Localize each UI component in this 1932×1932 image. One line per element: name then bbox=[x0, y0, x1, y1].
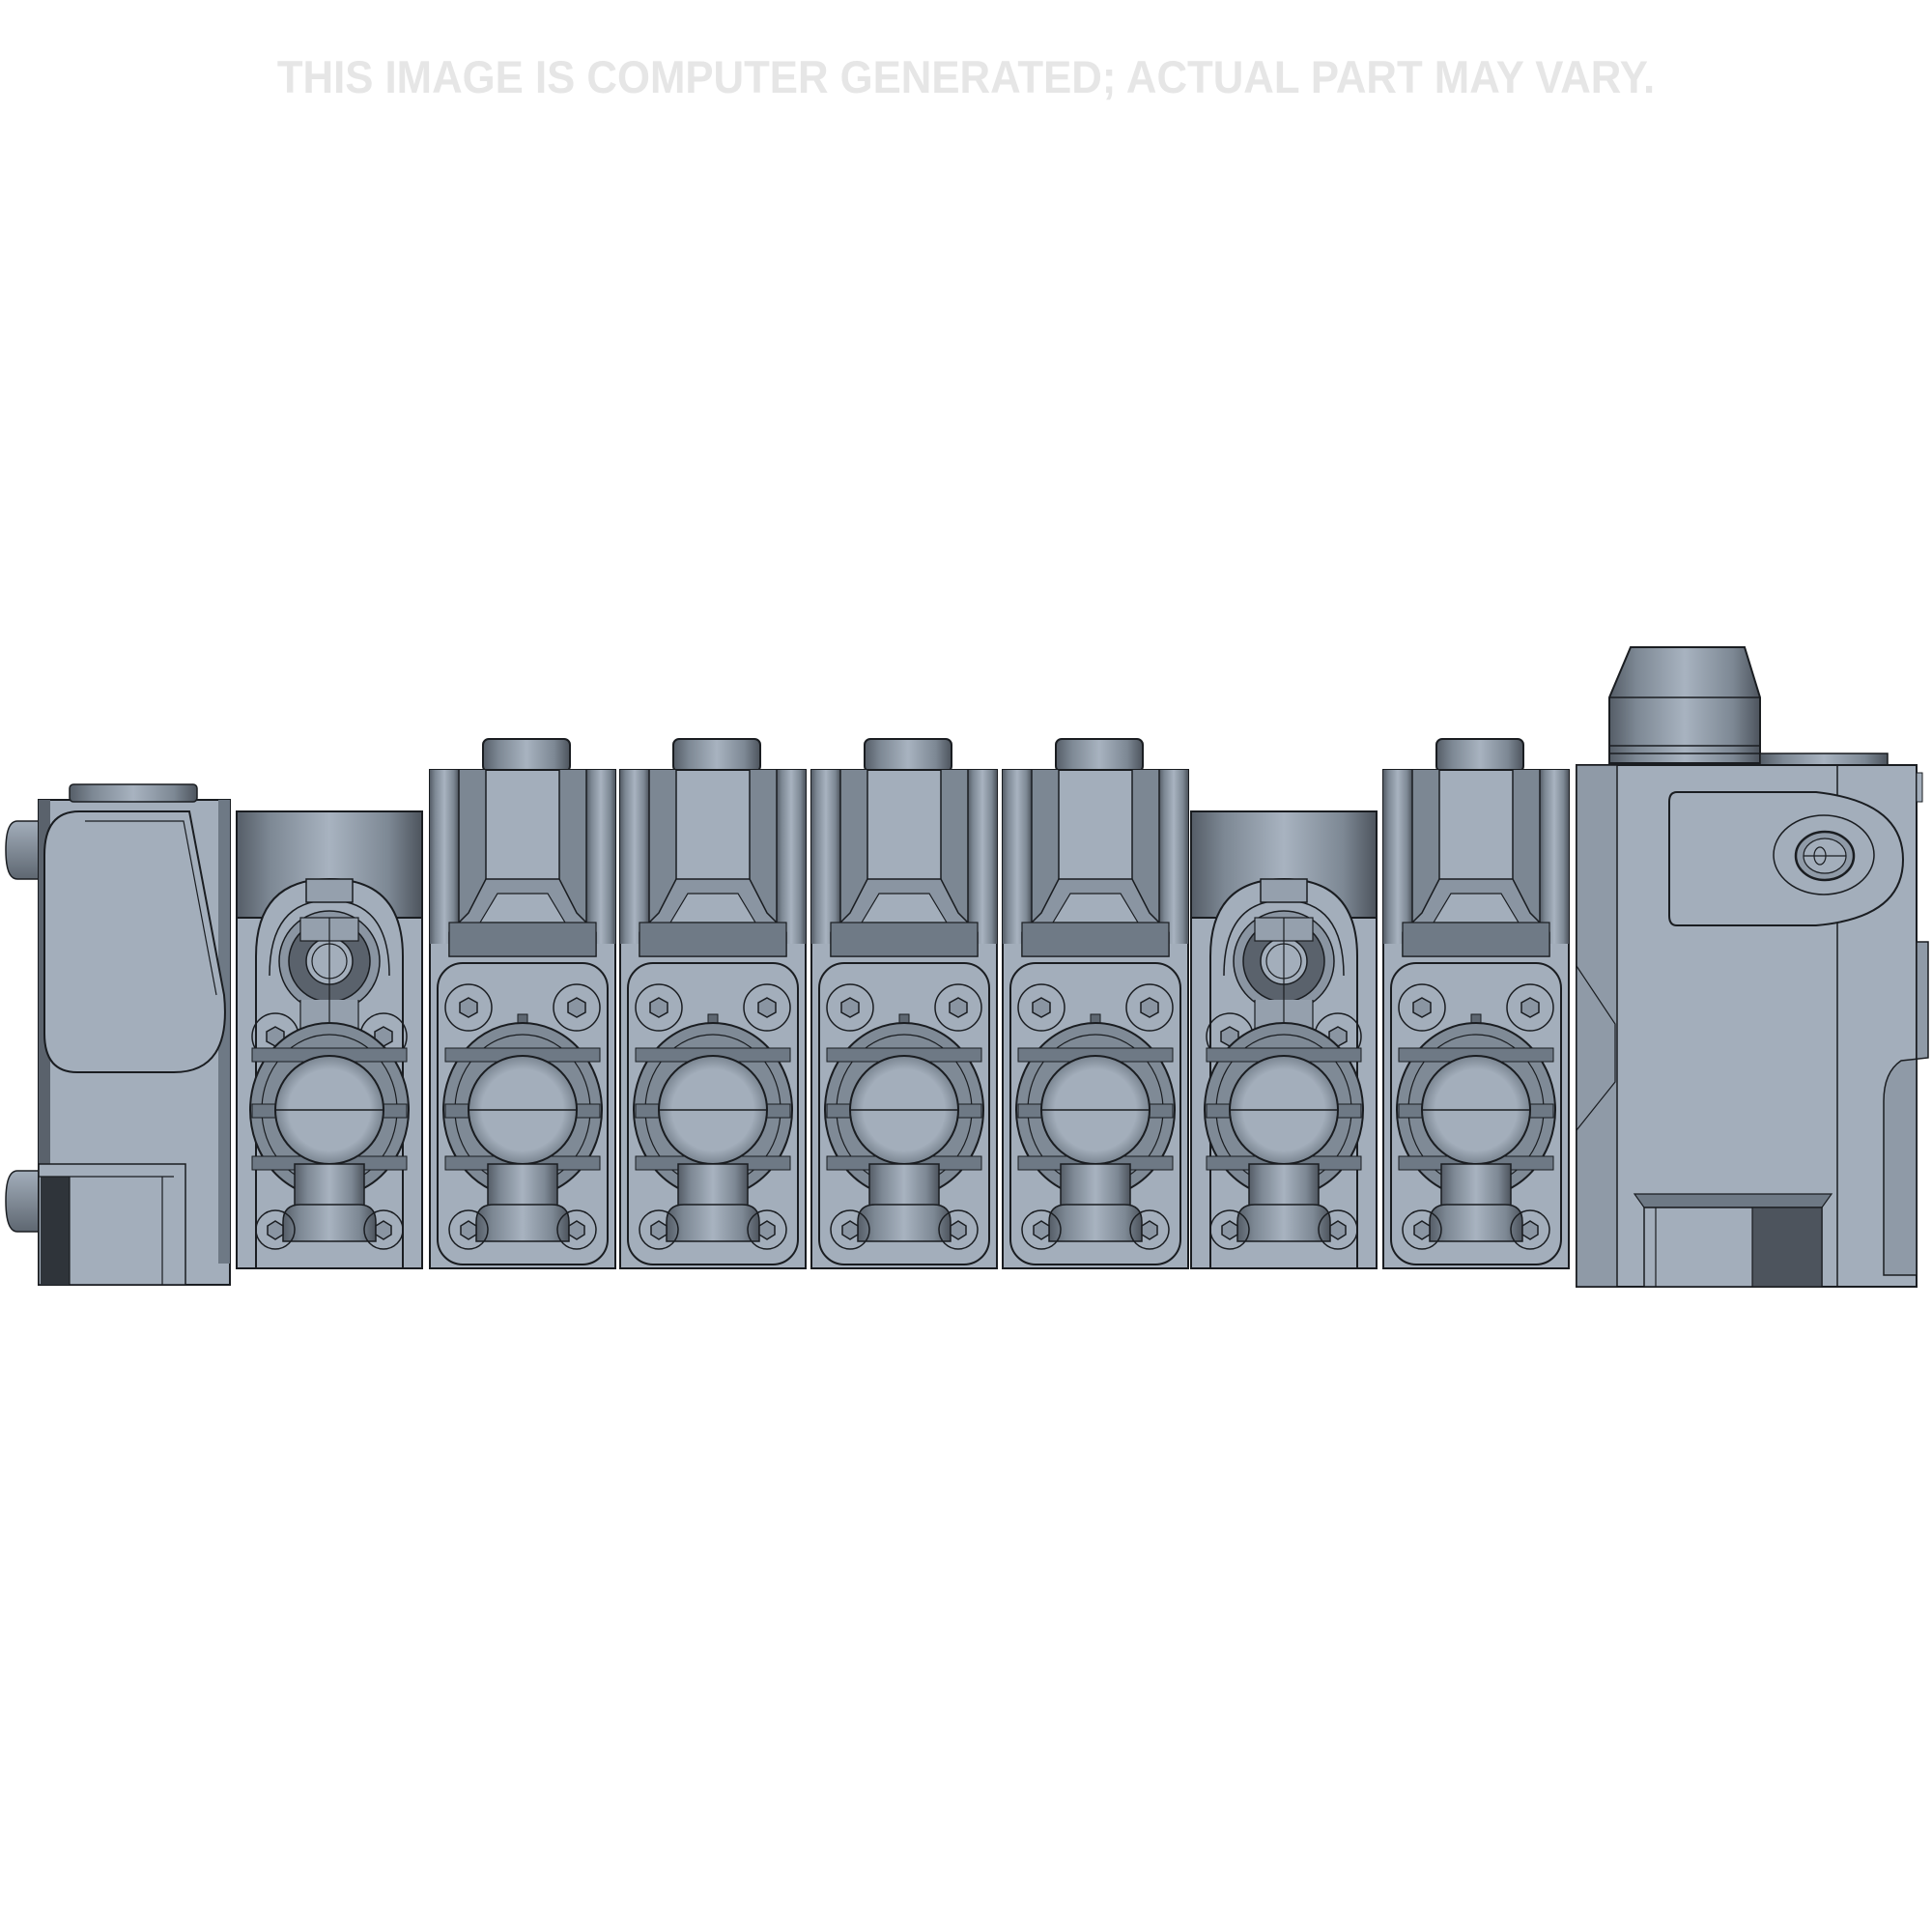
valve-section-4 bbox=[810, 738, 998, 1269]
valve-section-7 bbox=[1382, 738, 1570, 1269]
outlet-end-cover bbox=[1576, 646, 1929, 1288]
inlet-end-cover bbox=[5, 783, 231, 1286]
hex-nut-icon bbox=[5, 820, 40, 880]
valve-section-5 bbox=[1002, 738, 1189, 1269]
watermark-text: THIS IMAGE IS COMPUTER GENERATED; ACTUAL… bbox=[276, 51, 1656, 102]
valve-section-1 bbox=[236, 810, 423, 1269]
valve-section-6 bbox=[1190, 810, 1378, 1269]
valve-section-3 bbox=[619, 738, 807, 1269]
hex-nut-icon bbox=[5, 1170, 40, 1233]
valve-section-2 bbox=[429, 738, 616, 1269]
